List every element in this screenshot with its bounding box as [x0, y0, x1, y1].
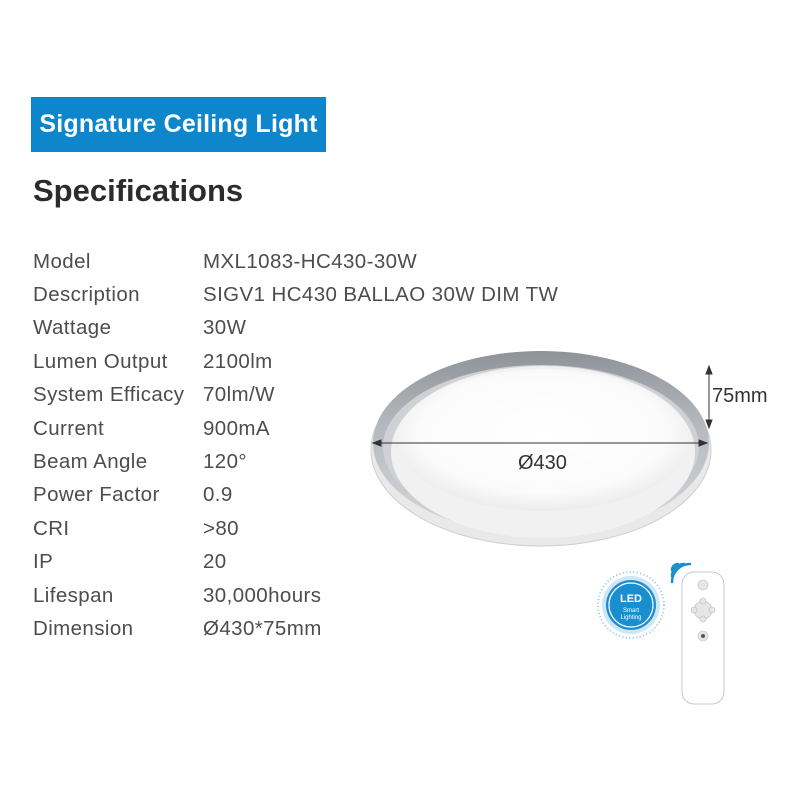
- spec-row-system-efficacy: System Efficacy 70lm/W: [33, 379, 593, 412]
- lamp-body: [370, 351, 712, 547]
- spec-row-current: Current 900mA: [33, 412, 593, 445]
- spec-value: 2100lm: [203, 349, 273, 373]
- badge-lighting-text: Lighting: [620, 615, 641, 621]
- spec-value: >80: [203, 516, 239, 540]
- spec-value: 0.9: [203, 483, 233, 507]
- spec-row-beam-angle: Beam Angle 120°: [33, 445, 593, 478]
- spec-value: 20: [203, 550, 227, 574]
- badge-led-text: LED: [620, 593, 642, 605]
- specifications-heading: Specifications: [33, 173, 244, 208]
- spec-label: Power Factor: [33, 483, 160, 507]
- spec-value: Ø430*75mm: [203, 616, 322, 640]
- spec-label: Current: [33, 416, 105, 440]
- spec-label: IP: [33, 550, 54, 574]
- spec-table: Model MXL1083-HC430-30W Description SIGV…: [33, 245, 593, 646]
- spec-row-wattage: Wattage 30W: [33, 312, 593, 345]
- spec-value: 900mA: [203, 416, 270, 440]
- spec-label: CRI: [33, 516, 70, 540]
- product-name-banner: Signature Ceiling Light: [31, 97, 326, 152]
- spec-label: Lifespan: [33, 583, 114, 607]
- spec-row-lifespan: Lifespan 30,000hours: [33, 579, 593, 612]
- spec-row-description: Description SIGV1 HC430 BALLAO 30W DIM T…: [33, 278, 593, 311]
- spec-label: Description: [33, 283, 140, 307]
- led-smart-lighting-badge: LED Smart Lighting: [597, 571, 665, 639]
- spec-row-cri: CRI >80: [33, 512, 593, 545]
- banner-label: Signature Ceiling Light: [39, 110, 318, 138]
- spec-value: SIGV1 HC430 BALLAO 30W DIM TW: [203, 283, 559, 307]
- spec-row-power-factor: Power Factor 0.9: [33, 479, 593, 512]
- spec-value: 120°: [203, 450, 248, 474]
- spec-value: MXL1083-HC430-30W: [203, 249, 418, 273]
- spec-label: System Efficacy: [33, 383, 185, 407]
- spec-value: 30,000hours: [203, 583, 322, 607]
- spec-row-model: Model MXL1083-HC430-30W: [33, 245, 593, 278]
- wireless-signal-icon: [670, 562, 692, 584]
- badge-smart-text: Smart: [623, 608, 639, 614]
- spec-label: Beam Angle: [33, 450, 148, 474]
- spec-label: Wattage: [33, 316, 112, 340]
- diameter-dimension-line: [371, 439, 709, 447]
- spec-label: Dimension: [33, 616, 134, 640]
- diameter-dimension-label: Ø430: [518, 452, 567, 474]
- remote-control-image: [670, 562, 725, 705]
- height-dimension-line: [705, 364, 713, 430]
- spec-value: 70lm/W: [203, 383, 275, 407]
- spec-row-lumen-output: Lumen Output 2100lm: [33, 345, 593, 378]
- spec-label: Model: [33, 249, 91, 273]
- spec-label: Lumen Output: [33, 349, 168, 373]
- spec-row-ip: IP 20: [33, 546, 593, 579]
- spec-row-dimension: Dimension Ø430*75mm: [33, 612, 593, 645]
- spec-value: 30W: [203, 316, 247, 340]
- height-dimension-label: 75mm: [712, 385, 768, 407]
